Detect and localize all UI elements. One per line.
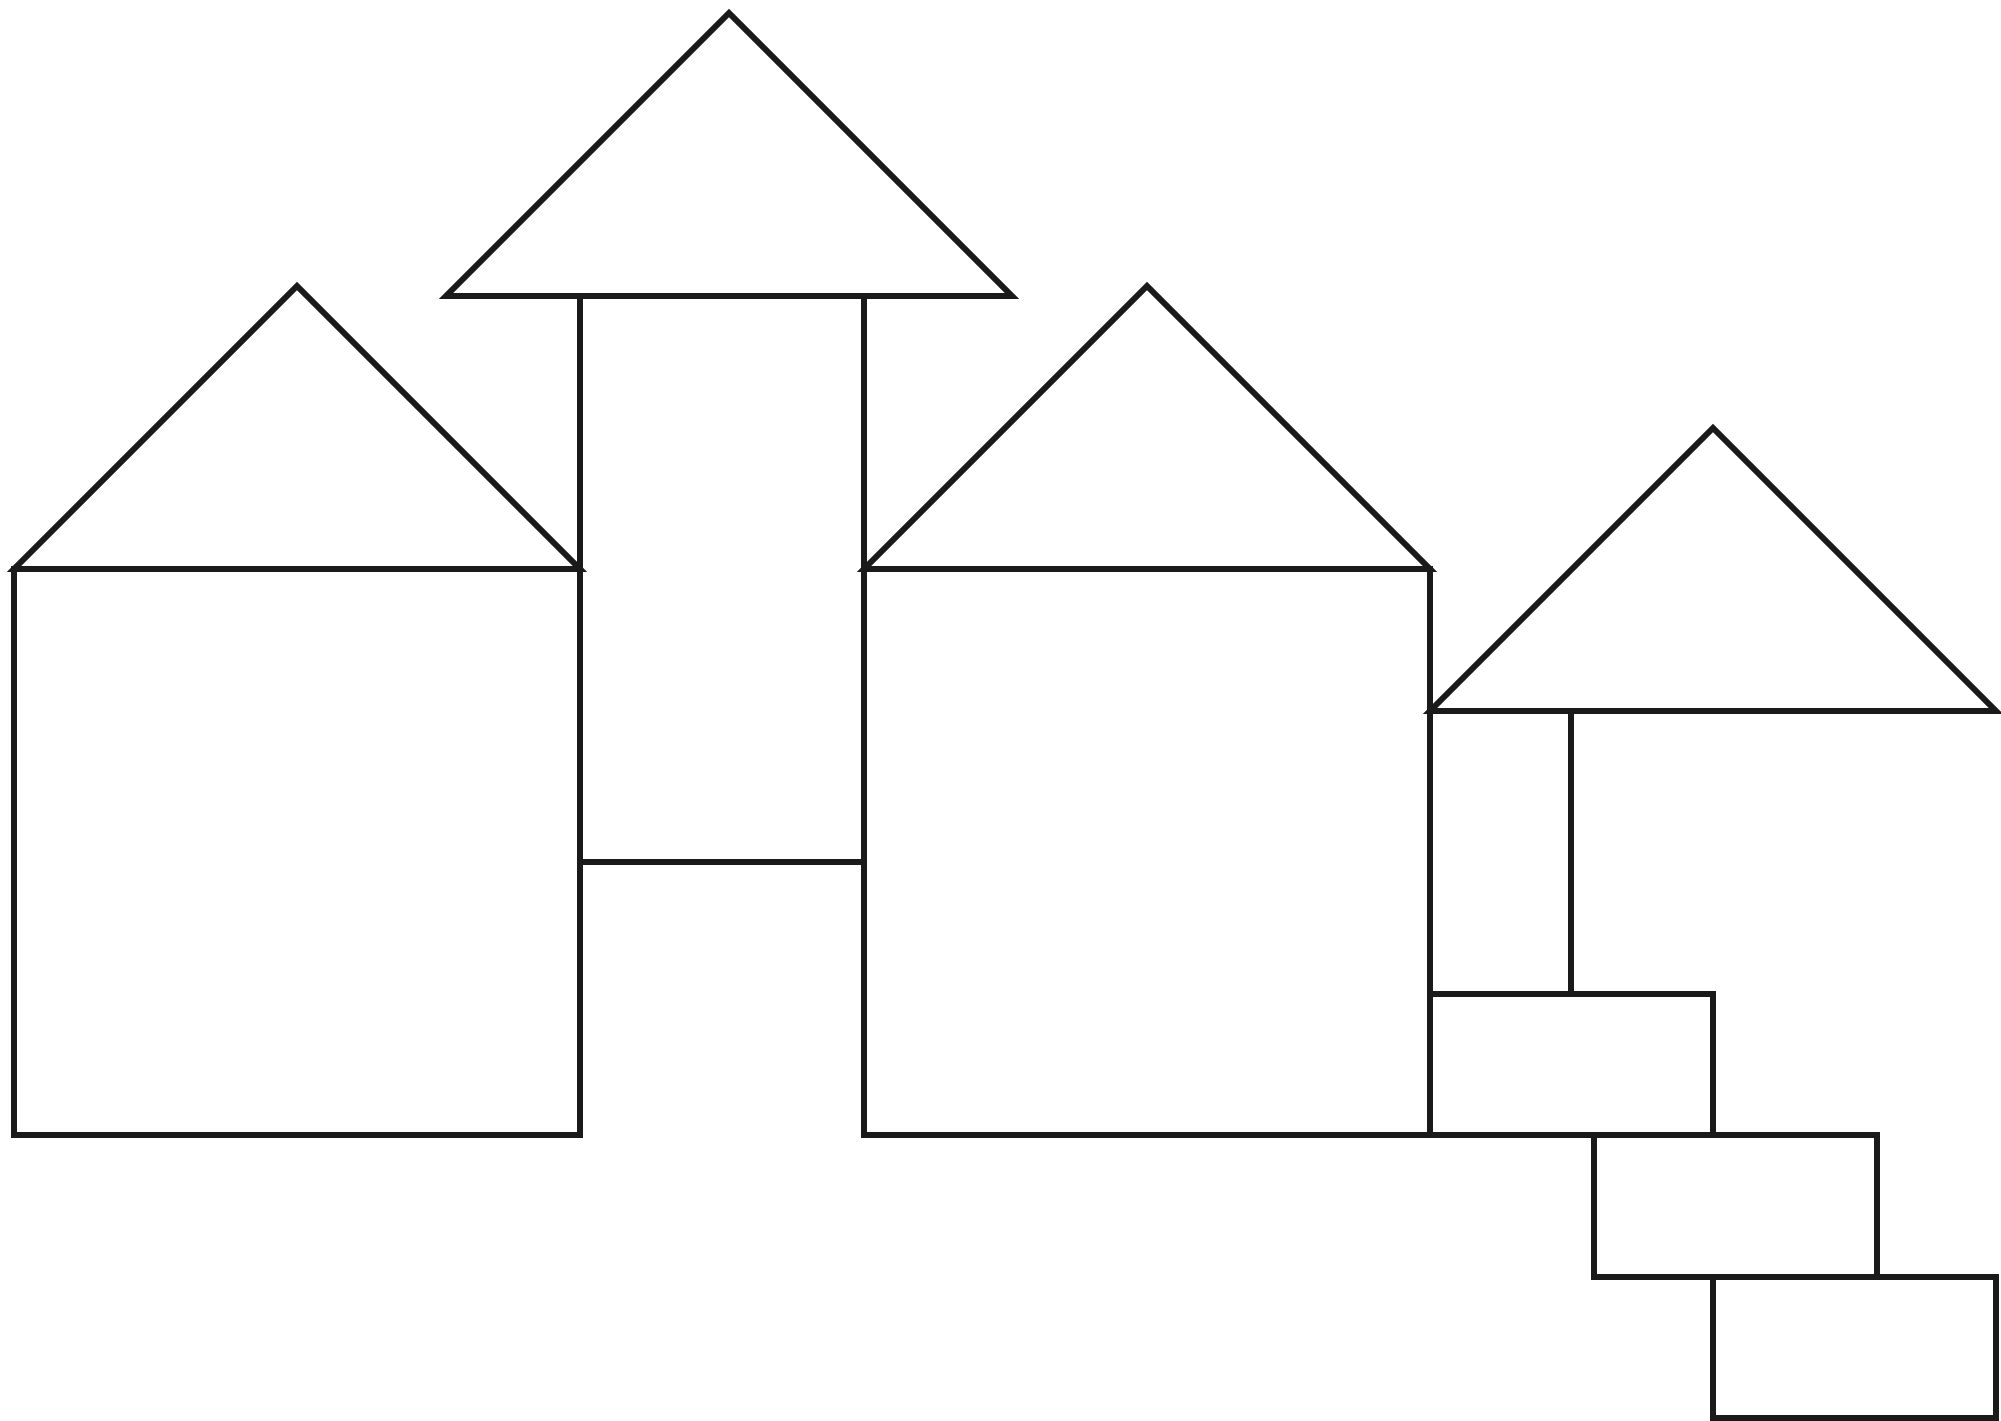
- triangle-center: [856, 281, 1438, 572]
- triangle-top: [438, 8, 1020, 299]
- triangle-right: [1422, 423, 2001, 714]
- triangle-left: [6, 281, 588, 572]
- rect-step-3: [1710, 1274, 1999, 1421]
- shape-group: [6, 8, 2001, 1421]
